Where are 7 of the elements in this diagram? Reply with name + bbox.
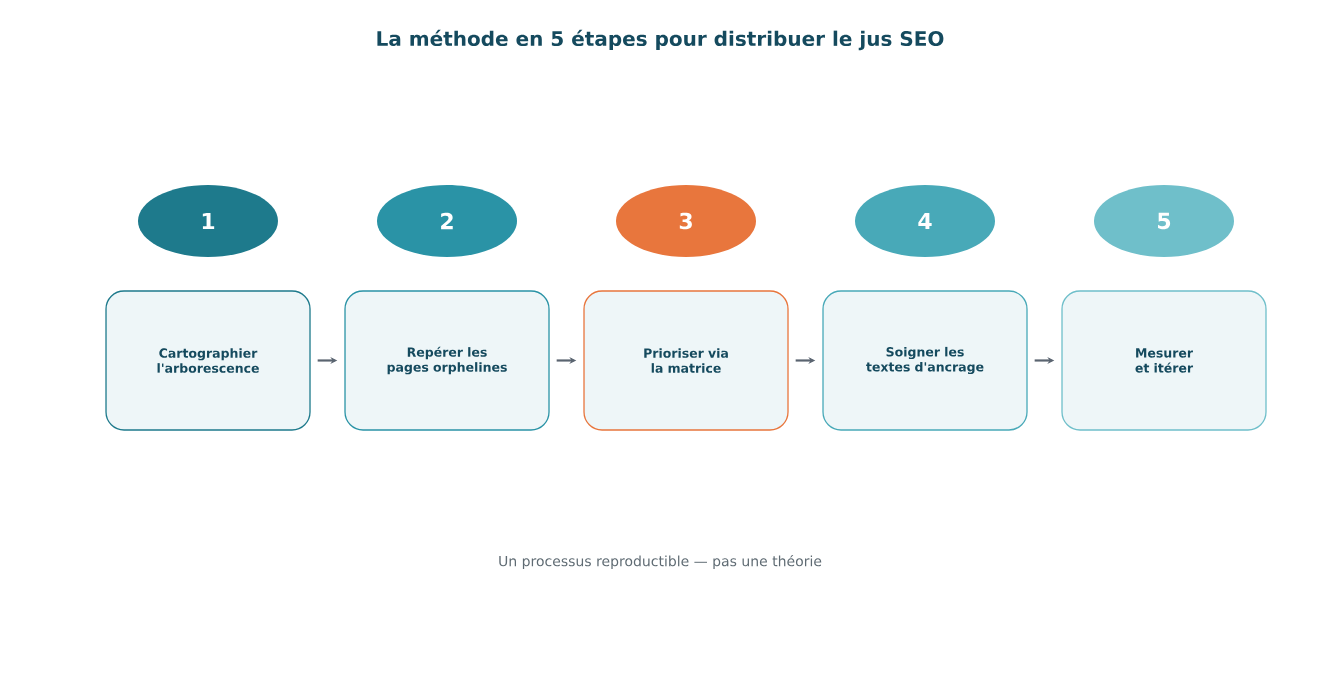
step-box: Soigner les textes d'ancrage xyxy=(822,290,1028,431)
step-box: Cartographier l'arborescence xyxy=(105,290,311,431)
step-box: Prioriser via la matrice xyxy=(583,290,789,431)
step-box: Repérer les pages orphelines xyxy=(344,290,550,431)
step-box: Mesurer et itérer xyxy=(1061,290,1267,431)
caption: Un processus reproductible — pas une théorie xyxy=(499,554,822,570)
title: La méthode en 5 étapes pour distribuer le jus SEO xyxy=(377,29,944,51)
